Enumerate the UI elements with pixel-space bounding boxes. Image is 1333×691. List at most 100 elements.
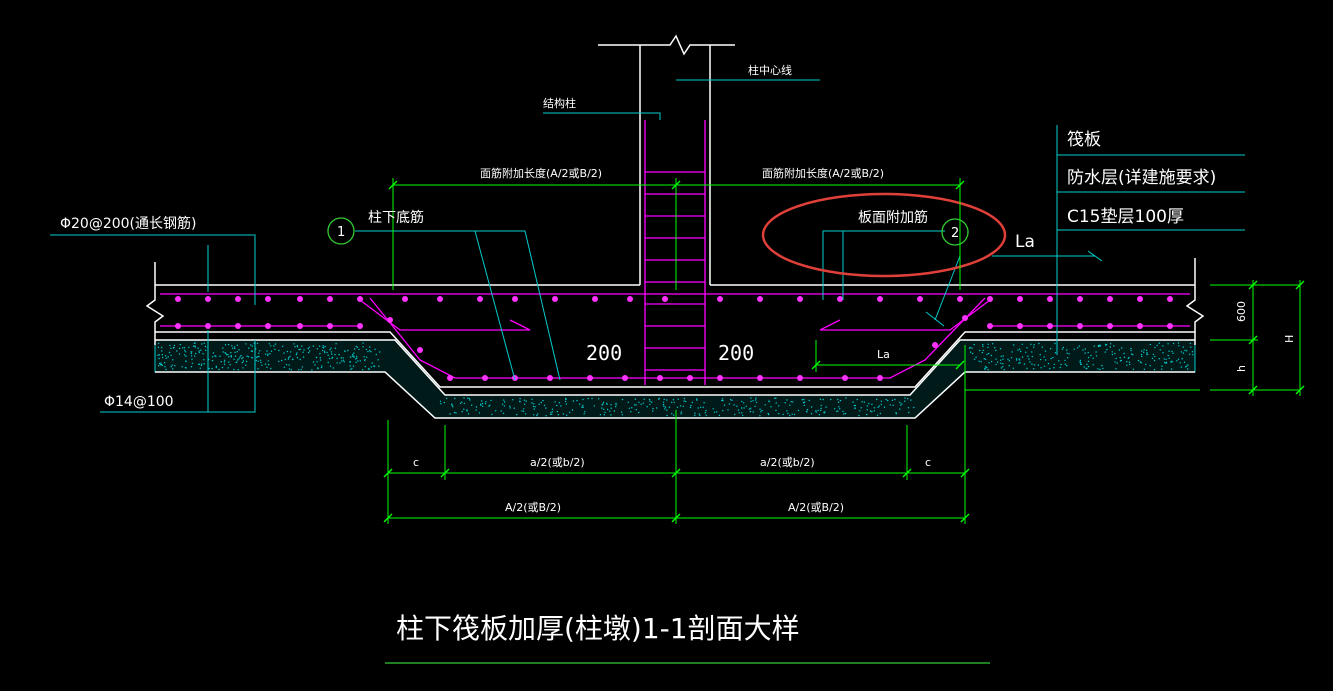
cushion-speck [842,410,844,413]
cushion-speck [228,356,230,358]
cushion-speck [1106,348,1108,351]
cushion-speck [245,364,247,366]
cushion-speck [201,343,203,345]
cushion-speck [545,407,547,409]
dimension-tick [1295,280,1305,290]
cushion-speck [238,349,240,351]
cushion-speck [366,356,368,358]
cushion-speck [1165,358,1167,361]
cushion-speck [248,347,250,349]
cushion-speck [545,415,547,417]
cushion-speck [803,404,806,406]
cushion-speck [883,406,886,408]
rebar-dot [592,296,598,302]
cushion-speck [988,352,990,355]
cushion-speck [191,351,193,353]
cushion-speck [158,357,160,360]
cushion-speck [1066,364,1068,367]
cushion-speck [904,400,906,402]
cushion-speck [246,355,248,357]
cushion-speck [775,402,777,404]
rebar-dot [1047,296,1053,302]
dimension-tick [955,180,965,190]
cushion-speck [165,357,168,359]
cushion-speck [161,350,163,352]
cushion-speck [1066,352,1068,354]
cushion-speck [296,352,298,354]
dim-A-left: A/2(或B/2) [505,501,561,514]
rebar-dot [1017,296,1023,302]
cushion-speck [1151,357,1154,360]
rebar-dot [417,347,423,353]
cushion-speck [267,363,270,366]
cushion-speck [378,365,380,367]
cushion-speck [999,359,1002,361]
cushion-speck [482,405,484,407]
cushion-speck [353,348,356,350]
cushion-speck [215,366,217,369]
cushion-speck [211,359,214,362]
cushion-speck [352,354,354,356]
cushion-speck [1180,351,1183,353]
dim-c-left: c [413,456,419,469]
cushion-speck [1177,358,1180,360]
cushion-speck [259,350,261,352]
cushion-speck [803,398,805,401]
cushion-speck [697,407,699,409]
cushion-speck [734,413,736,416]
label-column-centerline: 柱中心线 [748,63,792,77]
cushion-speck [164,355,167,357]
cushion-speck [638,411,640,414]
cushion-speck [157,354,159,356]
cushion-speck [222,347,224,349]
cushion-speck [549,413,552,415]
cushion-speck [1016,359,1018,361]
cushion-speck [858,414,860,417]
cushion-speck [1192,354,1194,356]
cushion-speck [582,398,584,401]
cushion-speck [982,343,984,346]
cushion-speck [822,398,824,401]
cushion-speck [347,349,349,352]
cushion-speck [1182,352,1185,354]
cushion-speck [232,347,234,349]
dimension-tick [960,513,970,523]
cushion-speck [1066,349,1068,351]
cushion-speck [251,345,253,347]
cushion-speck [503,405,506,407]
cushion-speck [267,353,269,355]
cushion-speck [351,367,353,370]
cushion-speck [369,346,371,348]
cushion-speck [582,404,584,407]
cushion-speck [1007,358,1009,360]
cushion-speck [603,414,605,416]
highlight-ellipse [761,192,1007,278]
cushion-speck [791,413,793,415]
cushion-speck [615,406,617,408]
cushion-speck [642,402,644,404]
cushion-speck [191,358,193,360]
cushion-speck [1002,355,1004,357]
dim-H: H [1283,335,1296,343]
cushion-speck [294,346,296,348]
cushion-speck [718,414,721,417]
cushion-speck [260,361,262,364]
cushion-speck [986,353,988,355]
cushion-speck [634,404,636,406]
cushion-speck [738,412,740,414]
cushion-speck [242,367,244,369]
cushion-speck [296,346,299,348]
cushion-speck [792,401,794,403]
cushion-speck [1163,358,1166,360]
cushion-speck [565,398,567,400]
cushion-speck [621,414,624,416]
cushion-speck [336,357,338,360]
cushion-speck [662,401,665,403]
rebar-dot [327,323,333,329]
rebar-dot [205,296,211,302]
cushion-speck [463,408,465,410]
cushion-speck [273,345,275,347]
cushion-speck [698,413,700,415]
cushion-speck [682,405,684,407]
cushion-speck [237,369,239,371]
